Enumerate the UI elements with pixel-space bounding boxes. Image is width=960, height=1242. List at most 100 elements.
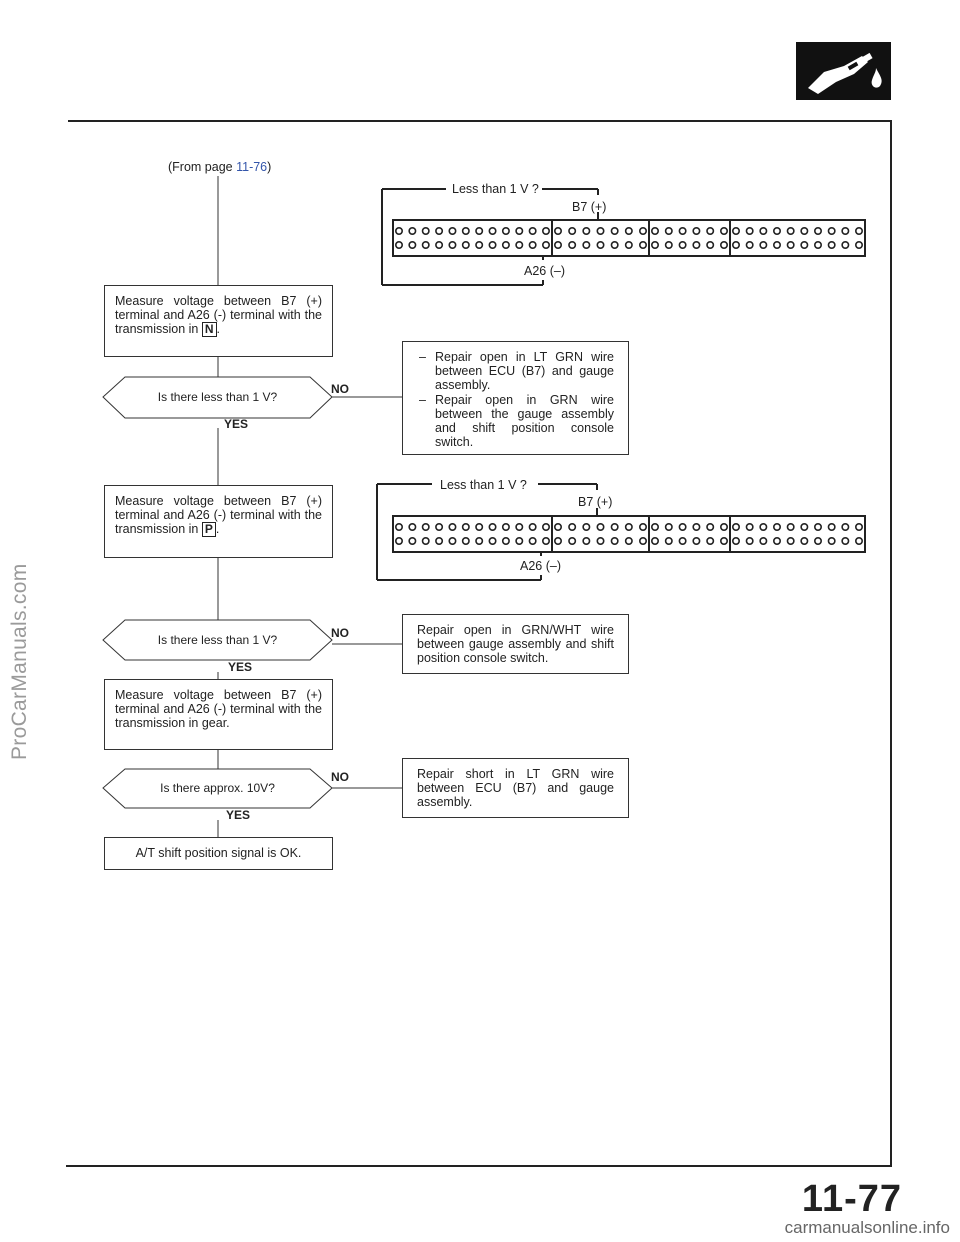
connector-pin (596, 240, 605, 249)
connector-pin (515, 536, 524, 545)
connector-pin (461, 240, 470, 249)
connector-pin (745, 227, 754, 236)
connector-pin (678, 536, 687, 545)
connector-pin (719, 240, 728, 249)
page-number: 11-77 (801, 1178, 902, 1220)
connector-pin (827, 523, 836, 532)
repair1-item: –Repair open in LT GRN wire between ECU … (419, 350, 614, 392)
connector-pin (692, 536, 701, 545)
connector-pin (786, 523, 795, 532)
connector-pin (772, 227, 781, 236)
connector-pin (827, 536, 836, 545)
connector1-pins (392, 219, 866, 257)
connector-pin (515, 523, 524, 532)
gear-n-icon: N (201, 322, 217, 337)
connector-pin (568, 240, 577, 249)
connector-pin (568, 227, 577, 236)
connector-pin (408, 227, 417, 236)
connector-pin (475, 240, 484, 249)
step2-box: Measure voltage between B7 (+) terminal … (104, 485, 333, 558)
connector-pin (610, 523, 619, 532)
connector-pin (554, 240, 563, 249)
connector-pin (488, 523, 497, 532)
connector-pin (731, 240, 740, 249)
connector-pin (542, 227, 551, 236)
connector-pin (394, 240, 404, 249)
connector-pin (639, 227, 648, 236)
connector-pin (501, 240, 510, 249)
connector-pin (394, 523, 404, 532)
connector-pin (582, 536, 591, 545)
connector-pin (421, 227, 430, 236)
q2-yes-label: YES (228, 660, 253, 674)
q1-yes-label: YES (224, 417, 249, 431)
connector-pin (731, 523, 740, 532)
repair3-text: Repair short in LT GRN wire between ECU … (417, 767, 614, 809)
connector-pin (515, 240, 524, 249)
connector-pin (841, 240, 850, 249)
connector-pin (554, 227, 563, 236)
from-page-link[interactable]: 11-76 (236, 160, 268, 174)
connector-pin (488, 536, 497, 545)
connector-pin (664, 523, 673, 532)
connector-pin (639, 523, 648, 532)
connector-pin (448, 227, 457, 236)
connector-pin (772, 240, 781, 249)
connector-pin (706, 240, 715, 249)
connector-pin (448, 536, 457, 545)
connector2-title: Less than 1 V ? (440, 478, 527, 492)
connector-pin (610, 536, 619, 545)
connector-pin (692, 227, 701, 236)
connector-pin (542, 536, 551, 545)
result-text: A/T shift position signal is OK. (135, 846, 302, 860)
connector-pin (542, 523, 551, 532)
connector-pin (554, 536, 563, 545)
step3-text: Measure voltage between B7 (+) terminal … (115, 688, 322, 730)
connector-pin (759, 523, 768, 532)
connector-pin (813, 240, 822, 249)
connector-pin (650, 227, 659, 236)
connector-pin (568, 536, 577, 545)
step1-end: . (216, 322, 221, 336)
connector-pin (786, 227, 795, 236)
connector-pin (678, 523, 687, 532)
connector-pin (759, 227, 768, 236)
connector-pin (461, 536, 470, 545)
connector-pin (664, 227, 673, 236)
connector-pin (650, 523, 659, 532)
connector-pin (610, 227, 619, 236)
footer-url[interactable]: carmanualsonline.info (784, 1218, 950, 1237)
step2-end: . (215, 522, 220, 536)
q1-text: Is there less than 1 V? (157, 390, 278, 404)
connector-pin (435, 240, 444, 249)
connector-pin (501, 536, 510, 545)
connector-pin (528, 227, 537, 236)
from-suffix: ) (267, 160, 272, 174)
connector-pin (568, 523, 577, 532)
connector-pin (528, 523, 537, 532)
connector-pin (448, 240, 457, 249)
connector-pin (624, 240, 633, 249)
from-page-line: (From page 11-76) (168, 160, 271, 174)
step2-text: Measure voltage between B7 (+) terminal … (115, 494, 322, 536)
repair2-box: Repair open in GRN/WHT wire between gaug… (402, 614, 629, 674)
repair2-text: Repair open in GRN/WHT wire between gaug… (417, 623, 614, 665)
from-prefix: (From page (168, 160, 237, 174)
connector-pin (678, 240, 687, 249)
result-box: A/T shift position signal is OK. (104, 837, 333, 870)
connector1-pin-minus: A26 (–) (524, 264, 565, 278)
connector-pin (421, 536, 430, 545)
connector-pin (719, 227, 728, 236)
connector-pin (706, 536, 715, 545)
connector-pin (515, 227, 524, 236)
connector-pin (786, 536, 795, 545)
connector-pin (394, 536, 404, 545)
connector-pin (596, 536, 605, 545)
step3-box: Measure voltage between B7 (+) terminal … (104, 679, 333, 750)
q3-yes-label: YES (226, 808, 251, 822)
connector-pin (854, 536, 863, 545)
connector-pin (719, 523, 728, 532)
connector-pin (664, 240, 673, 249)
connector-pin (488, 227, 497, 236)
